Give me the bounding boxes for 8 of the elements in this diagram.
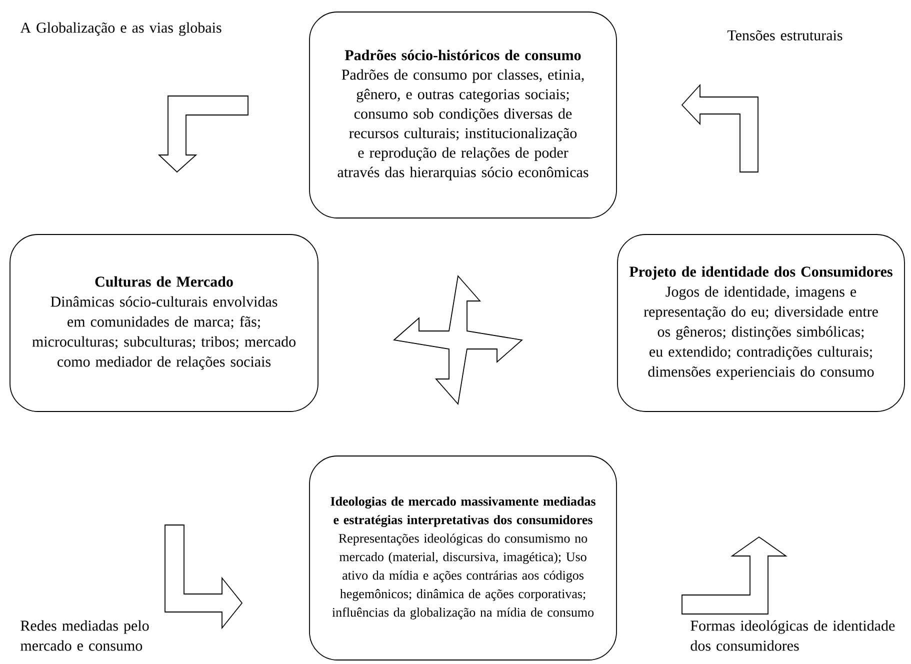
corner-label: Redes mediadas pelo mercado e consumo bbox=[20, 620, 149, 651]
concept-box: Projeto de identidade dos Consumidores Jogos de identidade, imagens e representação do eu; diversidade entre os gêneros; distinções simbólicas; eu extendido; contradições culturais; dimensões experienciais do consumo bbox=[617, 234, 905, 412]
concept-box: Padrões sócio-históricos de consumo Padrões de consumo por classes, etinia, gênero, e outras categorias sociais; consumo sob condições diversas de recursos culturais; institucionalização e reprodução de relações de poder através das hierarquias sócio econômicas bbox=[309, 12, 617, 218]
concept-box: Ideologias de mercado massivamente mediadas e estratégias interpretativas dos consumidores Representações ideológicas do consumismo no mercado (material, discursiva, imagética); Uso ativo da mídia e ações contrárias aos códigos hegemônicos; dinâmica de ações corporativas; influências da globalização na mídia de consumo bbox=[309, 456, 617, 660]
corner-label: A Globalização e as vias globais bbox=[20, 22, 222, 36]
corner-label: Tensões estruturais bbox=[727, 30, 842, 40]
corner-label: Formas ideológicas de identidade dos consumidores bbox=[690, 620, 895, 651]
concept-box: Culturas de Mercado Dinâmicas sócio-culturais envolvidas em comunidades de marca; fãs; microculturas; subculturas; tribos; mercado como mediador de relações sociais bbox=[10, 234, 318, 412]
